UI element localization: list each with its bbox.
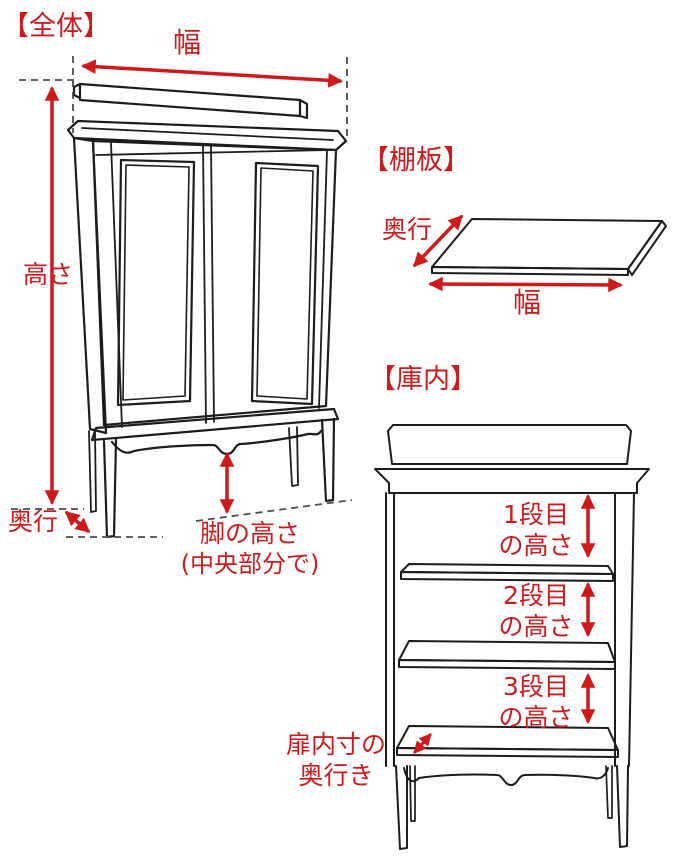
interior-cornice [374, 468, 650, 494]
interior-shelf2-top [398, 640, 616, 663]
cabinet-front-right-leg [320, 417, 336, 503]
shelf-board-top-face [431, 218, 663, 270]
interior-unit-drawing [374, 424, 650, 850]
interior-back-left-leg [409, 765, 416, 822]
cabinet-cornice-molding-line [81, 127, 334, 141]
cabinet-door-divider [202, 145, 215, 424]
dimension-arrows [44, 59, 623, 754]
cabinet-pediment-left-cap [72, 82, 82, 100]
interior-back-right-leg [605, 765, 613, 819]
interior-shelf1-front [400, 571, 614, 582]
interior-front-right-leg [616, 765, 629, 848]
interior-door-depth-arrow [413, 733, 432, 754]
tier2-height-label-line2: の高さ [498, 612, 574, 641]
leg-height-label-line2: (中央部分で) [180, 550, 320, 578]
cabinet-left-stile-line [110, 142, 123, 428]
interior-door-depth-label: 扉内寸の 奥行き [276, 729, 396, 791]
cabinet-back-left-leg [88, 430, 97, 513]
interior-bottom-board-front [396, 747, 619, 758]
overall-width-label: 幅 [173, 26, 202, 59]
cabinet-front-face [91, 139, 338, 427]
shelf-board-front-edge [431, 266, 629, 276]
tier1-height-label: 1段目 の高さ [491, 499, 581, 561]
overall-section-title: 【全体】 [2, 11, 110, 42]
left-door-panel-inner [122, 164, 190, 401]
leg-height-label: 脚の高さ (中央部分で) [175, 518, 325, 580]
overall-cabinet-drawing [66, 82, 348, 539]
shelf-board-section-title: 【棚板】 [362, 145, 470, 176]
tier3-height-label-line2: の高さ [498, 703, 574, 732]
shelf-depth-arrow [412, 214, 464, 268]
interior-right-side-lines [614, 492, 635, 767]
interior-pediment [387, 424, 632, 465]
right-door-panel-outer [250, 161, 320, 406]
guide-floor-slanted [195, 499, 353, 522]
cabinet-pediment-right-cap [298, 98, 309, 120]
interior-door-depth-label-line1: 扉内寸の [285, 730, 386, 759]
interior-front-left-leg [395, 765, 408, 850]
tier1-height-label-line1: 1段目 [503, 500, 569, 529]
tier2-height-label-line1: 2段目 [503, 581, 569, 610]
leg-height-label-line1: 脚の高さ [199, 519, 300, 548]
interior-left-side-lines [385, 492, 395, 767]
cabinet-front-left-leg [102, 438, 118, 539]
shelf-board-right-edge [627, 220, 667, 276]
interior-door-depth-label-line2: 奥行き [298, 761, 374, 790]
cabinet-base-molding [90, 407, 340, 442]
right-door-panel-inner [256, 167, 314, 400]
left-door-panel-outer [116, 158, 196, 407]
shelf-board-drawing [431, 218, 667, 276]
overall-depth-label: 奥行 [8, 507, 59, 536]
cabinet-pediment [78, 82, 302, 118]
cabinet-top-rail-line [95, 149, 331, 156]
tier3-height-label: 3段目 の高さ [491, 671, 581, 733]
overall-depth-arrow [64, 511, 91, 533]
shelf-width-label: 幅 [513, 286, 542, 319]
cabinet-right-stile-line [318, 150, 328, 409]
interior-apron-curve [403, 767, 609, 786]
dashed-guide-lines [11, 56, 353, 538]
overall-width-arrow [81, 59, 343, 88]
tier3-height-label-line1: 3段目 [503, 672, 569, 701]
tier2-height-label: 2段目 の高さ [491, 580, 581, 642]
tier1-height-label-line2: の高さ [498, 531, 574, 560]
shelf-depth-label: 奥行 [382, 215, 433, 244]
cabinet-back-right-leg [288, 426, 299, 487]
interior-section-title: 【庫内】 [369, 364, 477, 395]
shelf-width-arrow [428, 276, 623, 293]
overall-height-label: 高さ [23, 260, 74, 289]
interior-shelf2-front [398, 659, 616, 670]
cabinet-left-side [72, 136, 108, 435]
